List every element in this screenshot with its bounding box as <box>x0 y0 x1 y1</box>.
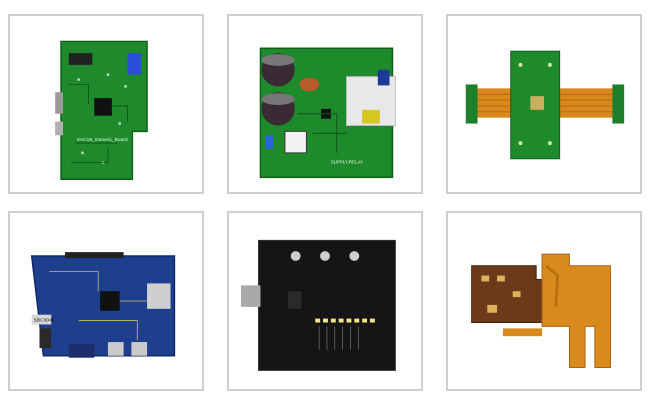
gallery-tile-power-pcba[interactable]: SUPPLY-RELAY <box>227 14 423 194</box>
gallery-tile-blue-board[interactable]: SBC3040 <box>8 211 204 391</box>
silkscreen-label: SUPPLY-RELAY <box>331 160 363 165</box>
gallery-tile-black-board[interactable] <box>227 211 423 391</box>
silkscreen-label: SAC18_Generic_Board <box>77 137 128 143</box>
gallery-tile-green-pcb[interactable]: SAC18_Generic_Board <box>8 14 204 194</box>
power-pcba-image: SUPPLY-RELAY <box>259 47 396 179</box>
rigid-flex-image <box>465 50 625 160</box>
silkscreen-label: SBC3040 <box>34 318 55 324</box>
flex-circuit-image <box>471 253 611 368</box>
green-pcb-image: SAC18_Generic_Board <box>55 40 148 181</box>
black-board-image <box>240 239 396 371</box>
gallery-tile-rigid-flex[interactable] <box>446 14 642 194</box>
gallery-tile-flex-circuit[interactable] <box>446 211 642 391</box>
blue-board-image: SBC3040 <box>30 252 176 358</box>
